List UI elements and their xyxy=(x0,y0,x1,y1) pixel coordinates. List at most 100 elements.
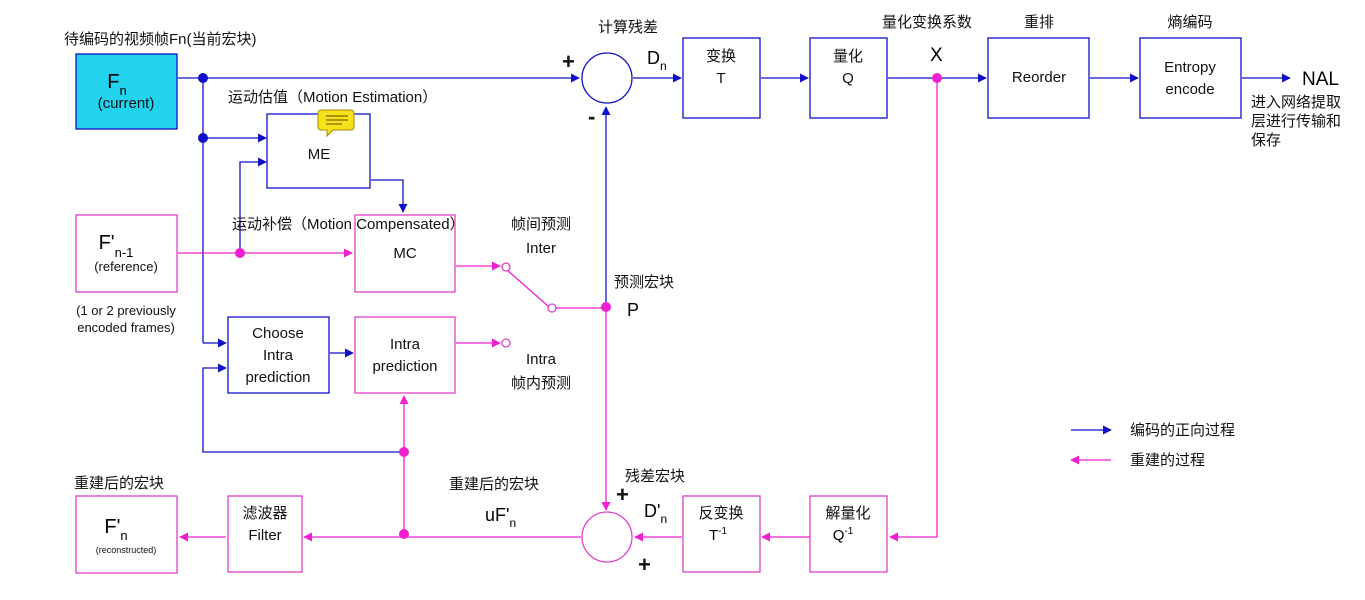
junction-current xyxy=(198,73,208,83)
dpn-symbol: D'n xyxy=(644,501,667,526)
choose-label-3: prediction xyxy=(245,369,310,386)
choose-intra-box xyxy=(227,316,330,394)
junction-recon-upper xyxy=(399,447,409,457)
entropy-caption: 熵编码 xyxy=(1167,14,1212,31)
reorder-caption: 重排 xyxy=(1024,14,1054,31)
x-label: X xyxy=(930,45,943,66)
reference-symbol: F'n-1 xyxy=(99,232,134,260)
transform-cn: 变换 xyxy=(706,48,736,65)
ufn-sub: n xyxy=(509,516,516,530)
junction-me xyxy=(198,133,208,143)
ufn-main: uF' xyxy=(485,505,509,525)
switch-contact-intra xyxy=(501,338,511,348)
quant-box xyxy=(809,37,888,119)
intra-en-label: Intra xyxy=(526,351,557,368)
dn-sub: n xyxy=(660,59,667,73)
filter-box xyxy=(227,495,303,573)
mc-box xyxy=(354,214,456,293)
arrow-me-to-mc xyxy=(371,179,408,213)
quant-cn: 量化 xyxy=(833,48,863,65)
dequant-symbol: Q-1 xyxy=(833,526,854,544)
transform-en: T xyxy=(716,70,725,87)
current-symbol: Fn xyxy=(107,71,126,98)
inverse-transform-cn: 反变换 xyxy=(698,505,743,522)
dpn-main: D' xyxy=(644,501,660,521)
current-frame-box xyxy=(75,53,178,130)
dequant-cn: 解量化 xyxy=(825,505,870,522)
arrow-ref-to-me xyxy=(239,157,267,253)
reconstruction-path-lines xyxy=(178,80,1111,542)
switch-pivot xyxy=(547,303,557,313)
reference-symbol-sub: n-1 xyxy=(115,245,134,260)
dn-main: D xyxy=(647,48,660,68)
current-symbol-main: F xyxy=(107,71,119,93)
reference-frame-box xyxy=(75,214,178,293)
forward-path-lines xyxy=(178,73,1291,453)
recon-mb-mid-caption: 重建后的宏块 xyxy=(449,476,539,493)
dequant-box xyxy=(809,495,888,573)
reorder-box-label: Reorder xyxy=(1012,69,1066,86)
transform-box xyxy=(682,37,761,119)
pred-mb-cn: 预测宏块 xyxy=(614,274,674,291)
nal-note-3: 保存 xyxy=(1251,132,1281,149)
reference-symbol-main: F' xyxy=(99,232,115,254)
filter-en: Filter xyxy=(248,527,281,544)
entropy-box xyxy=(1139,37,1242,119)
adder-node xyxy=(581,511,633,563)
intra-prediction-box xyxy=(354,316,456,394)
dn-symbol: Dn xyxy=(647,48,667,73)
adder-plus-bottom: + xyxy=(638,552,651,577)
adder-plus-top: + xyxy=(616,482,629,507)
recon-mb-left-caption: 重建后的宏块 xyxy=(74,475,164,492)
reference-note-1: (1 or 2 previously xyxy=(76,303,176,318)
entropy-label-2: encode xyxy=(1165,81,1214,98)
mc-caption: 运动补偿（Motion Compensated） xyxy=(232,216,465,233)
mode-switch xyxy=(506,269,549,307)
arrow-recon-to-choose xyxy=(202,363,404,453)
reconstructed-frame-box xyxy=(75,495,178,574)
inverse-transform-sup: -1 xyxy=(718,526,727,537)
choose-label-1: Choose xyxy=(252,325,304,342)
arrow-x-to-dequant xyxy=(889,80,938,542)
residual-calc-label: 计算残差 xyxy=(598,18,658,36)
current-symbol-sub: n xyxy=(119,83,126,98)
nal-note-2: 层进行传输和 xyxy=(1251,113,1341,130)
ufn-symbol: uF'n xyxy=(485,505,516,530)
junction-x xyxy=(932,73,942,83)
nal-label: NAL xyxy=(1302,69,1339,90)
residual-mb-label: 残差宏块 xyxy=(625,468,685,485)
inverse-transform-main: T xyxy=(709,527,718,544)
inverse-transform-box xyxy=(682,495,761,573)
junction-p xyxy=(601,302,611,312)
filter-cn: 滤波器 xyxy=(242,505,287,522)
nal-note-1: 进入网络提取 xyxy=(1251,94,1341,111)
intra-cn-label: 帧内预测 xyxy=(511,375,571,392)
dequant-sup: -1 xyxy=(844,526,853,537)
pred-mb-p: P xyxy=(627,300,639,320)
reference-note-2: encoded frames) xyxy=(77,320,175,335)
reference-tag: (reference) xyxy=(94,259,158,274)
inter-cn-label: 帧间预测 xyxy=(511,216,571,233)
choose-label-2: Intra xyxy=(263,347,294,364)
dpn-sub: n xyxy=(660,512,667,526)
subtractor-plus: + xyxy=(562,49,575,74)
subtractor-minus: - xyxy=(588,104,595,129)
me-caption: 运动估值（Motion Estimation） xyxy=(228,89,437,106)
current-caption: 待编码的视频帧Fn(当前宏块) xyxy=(64,31,257,48)
reorder-box xyxy=(987,37,1090,119)
me-box-label: ME xyxy=(308,146,331,163)
coef-caption: 量化变换系数 xyxy=(882,14,972,31)
comment-icon xyxy=(317,109,355,138)
output-symbol: F'n xyxy=(104,516,127,543)
output-tag: (reconstructed) xyxy=(96,545,157,555)
dequant-main: Q xyxy=(833,527,845,544)
intra-box-label-2: prediction xyxy=(372,358,437,375)
output-symbol-main: F' xyxy=(104,516,120,538)
mc-box-label: MC xyxy=(393,245,416,262)
output-symbol-sub: n xyxy=(120,528,127,543)
junction-ref xyxy=(235,248,245,258)
junction-recon-lower xyxy=(399,529,409,539)
subtractor-node xyxy=(581,52,633,104)
switch-contact-inter xyxy=(501,262,511,272)
